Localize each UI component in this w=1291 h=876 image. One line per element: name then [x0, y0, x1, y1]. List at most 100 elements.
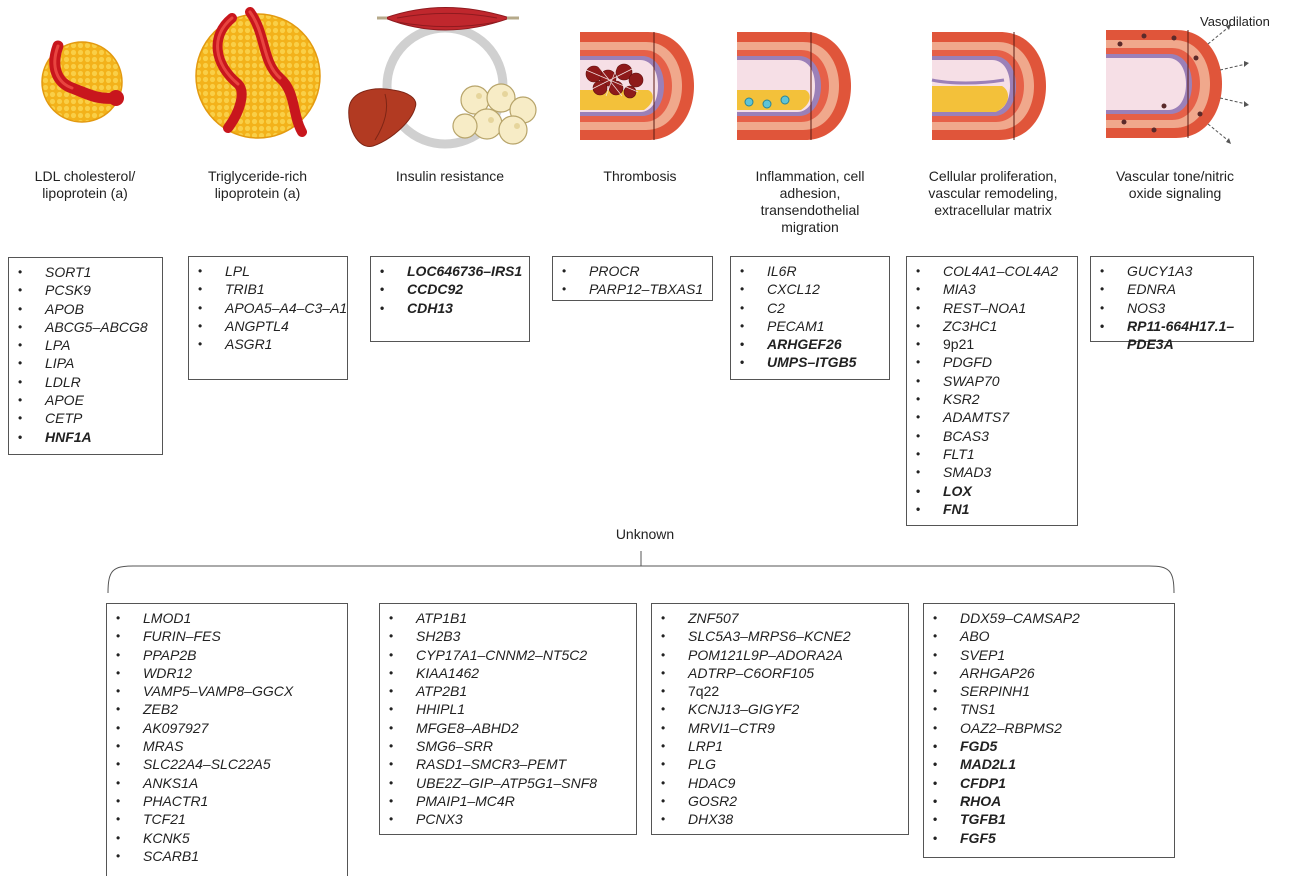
gene-item: TRIB1 [195, 280, 341, 298]
gene-item: KSR2 [913, 390, 1071, 408]
caption-line: Cellular proliferation, [898, 168, 1088, 185]
caption-line: extracellular matrix [898, 202, 1088, 219]
caption-line: transendothelial [725, 202, 895, 219]
gene-item: KCNK5 [113, 829, 341, 847]
insulin-tissues-icon [345, 4, 540, 156]
gene-item: CCDC92 [377, 280, 523, 298]
gene-item: ARHGEF26 [737, 335, 883, 353]
gene-item: ZNF507 [658, 609, 902, 627]
gene-item: FGD5 [930, 737, 1168, 755]
gene-item: RASD1–SMCR3–PEMT [386, 755, 630, 773]
gene-item: TGFB1 [930, 810, 1168, 828]
gene-box-unknown-2: ATP1B1SH2B3CYP17A1–CNNM2–NT5C2KIAA1462AT… [379, 603, 637, 835]
gene-item: ABO [930, 627, 1168, 645]
caption-ldl: LDL cholesterol/lipoprotein (a) [5, 168, 165, 202]
caption-line: Vascular tone/nitric [1080, 168, 1270, 185]
vasodilation-label: Vasodilation [1200, 14, 1270, 29]
gene-item: ARHGAP26 [930, 664, 1168, 682]
gene-item: MRVI1–CTR9 [658, 719, 902, 737]
gene-box-unknown-3: ZNF507SLC5A3–MRPS6–KCNE2POM121L9P–ADORA2… [651, 603, 909, 835]
gene-box-inflammation: IL6RCXCL12C2PECAM1ARHGEF26UMPS–ITGB5 [730, 256, 890, 380]
gene-item: LMOD1 [113, 609, 341, 627]
gene-item: HHIPL1 [386, 700, 630, 718]
caption-insulin-resistance: Insulin resistance [365, 168, 535, 185]
gene-item: PECAM1 [737, 317, 883, 335]
ldl-particle-icon [28, 28, 136, 136]
gene-item: ANKS1A [113, 774, 341, 792]
gene-item: ASGR1 [195, 335, 341, 353]
caption-line: lipoprotein (a) [175, 185, 340, 202]
gene-item: BCAS3 [913, 427, 1071, 445]
triglyceride-particle-icon [188, 6, 328, 146]
caption-line: adhesion, [725, 185, 895, 202]
gene-item: OAZ2–RBPMS2 [930, 719, 1168, 737]
caption-line: lipoprotein (a) [5, 185, 165, 202]
gene-item: HDAC9 [658, 774, 902, 792]
gene-item: ZEB2 [113, 700, 341, 718]
gene-item: KCNJ13–GIGYF2 [658, 700, 902, 718]
thrombosis-vessel-icon [578, 30, 698, 142]
gene-item: IL6R [737, 262, 883, 280]
caption-line: Insulin resistance [365, 168, 535, 185]
gene-item: CETP [15, 409, 156, 427]
gene-item: SH2B3 [386, 627, 630, 645]
gene-item: MIA3 [913, 280, 1071, 298]
gene-item: 7q22 [658, 682, 902, 700]
gene-item: MRAS [113, 737, 341, 755]
gene-item: POM121L9P–ADORA2A [658, 646, 902, 664]
gene-item: EDNRA [1097, 280, 1247, 298]
gene-item: C2 [737, 299, 883, 317]
gene-item: PPAP2B [113, 646, 341, 664]
caption-line: oxide signaling [1080, 185, 1270, 202]
gene-item: LPL [195, 262, 341, 280]
gene-box-vascular-tone: GUCY1A3EDNRANOS3RP11-664H17.1–PDE3A [1090, 256, 1254, 342]
gene-item: PROCR [559, 262, 706, 280]
gene-item: MAD2L1 [930, 755, 1168, 773]
gene-item: APOE [15, 391, 156, 409]
gene-item: CFDP1 [930, 774, 1168, 792]
gene-item: UMPS–ITGB5 [737, 353, 883, 371]
gene-item: APOA5–A4–C3–A1 [195, 299, 341, 317]
inflammation-vessel-icon [735, 30, 855, 142]
gene-item: TNS1 [930, 700, 1168, 718]
gene-item: PCSK9 [15, 281, 156, 299]
unknown-label: Unknown [560, 526, 730, 542]
gene-item: PDGFD [913, 353, 1071, 371]
gene-item: LOC646736–IRS1 [377, 262, 523, 280]
gene-box-insulin-resistance: LOC646736–IRS1CCDC92CDH13 [370, 256, 530, 342]
gene-item: LIPA [15, 354, 156, 372]
gene-item: FURIN–FES [113, 627, 341, 645]
gene-item: LOX [913, 482, 1071, 500]
caption-line: migration [725, 219, 895, 236]
gene-item: SMG6–SRR [386, 737, 630, 755]
gene-item: SLC5A3–MRPS6–KCNE2 [658, 627, 902, 645]
gene-item: SWAP70 [913, 372, 1071, 390]
caption-line: Triglyceride-rich [175, 168, 340, 185]
gene-item: ADTRP–C6ORF105 [658, 664, 902, 682]
gene-item: SMAD3 [913, 463, 1071, 481]
gene-item: SERPINH1 [930, 682, 1168, 700]
gene-item: ADAMTS7 [913, 408, 1071, 426]
gene-item: PHACTR1 [113, 792, 341, 810]
gene-item: NOS3 [1097, 299, 1247, 317]
gene-item: HNF1A [15, 428, 156, 446]
gene-item: COL4A1–COL4A2 [913, 262, 1071, 280]
vasodilation-vessel-icon [1104, 22, 1256, 146]
gene-item: AK097927 [113, 719, 341, 737]
caption-line: Inflammation, cell [725, 168, 895, 185]
gene-item: KIAA1462 [386, 664, 630, 682]
gene-item: APOB [15, 300, 156, 318]
gene-item: WDR12 [113, 664, 341, 682]
proliferation-vessel-icon [930, 30, 1050, 142]
caption-proliferation: Cellular proliferation,vascular remodeli… [898, 168, 1088, 219]
gene-item: LPA [15, 336, 156, 354]
gene-item: GOSR2 [658, 792, 902, 810]
caption-line: LDL cholesterol/ [5, 168, 165, 185]
gene-item: PMAIP1–MC4R [386, 792, 630, 810]
gene-item: ATP1B1 [386, 609, 630, 627]
unknown-brace [105, 548, 1177, 596]
gene-item: CYP17A1–CNNM2–NT5C2 [386, 646, 630, 664]
